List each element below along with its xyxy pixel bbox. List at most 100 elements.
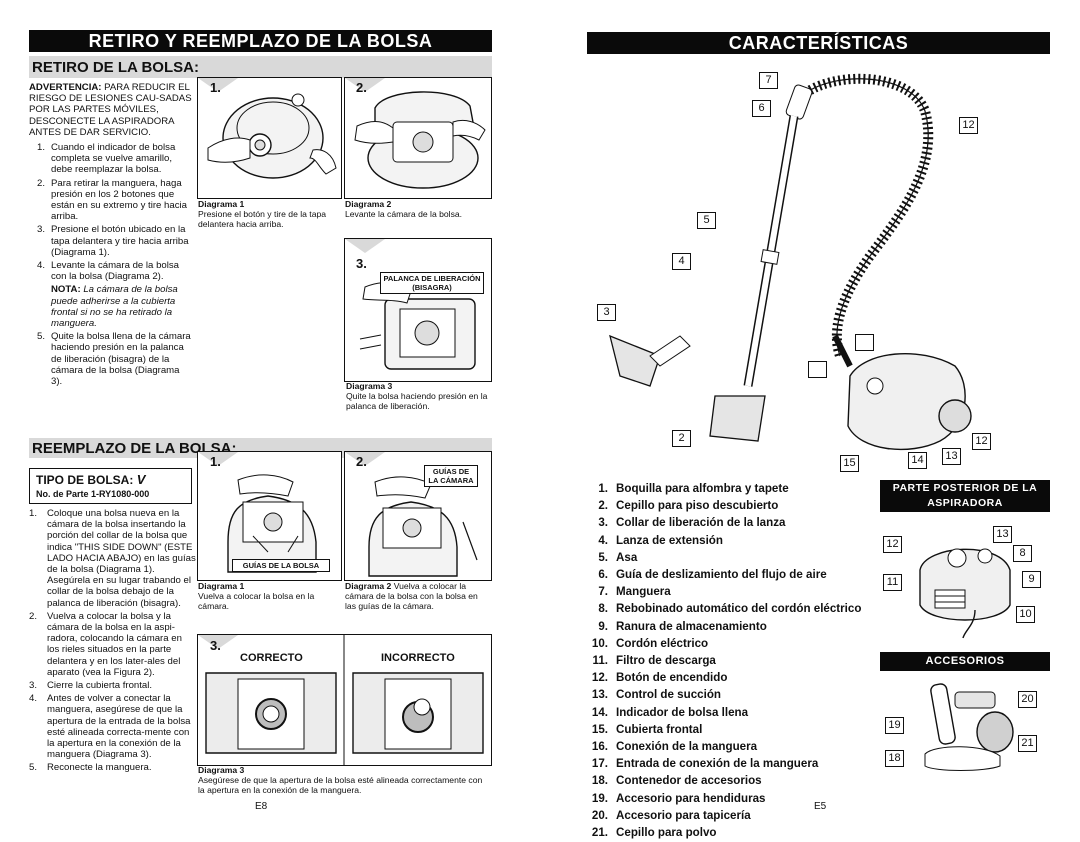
right-banner: CARACTERÍSTICAS [587,32,1050,54]
rear-banner: PARTE POSTERIOR DE LA ASPIRADORA [880,480,1050,512]
list-item: 20.Accesorio para tapicería [591,808,751,822]
callout-16 [808,361,827,378]
bag-type-box: TIPO DE BOLSA: V No. de Parte 1-RY1080-0… [29,468,192,504]
list-item: 19.Accesorio para hendiduras [591,791,766,805]
list-item: 3.Cierre la cubierta frontal. [29,680,153,692]
part-number: No. de Parte 1-RY1080-000 [36,489,150,499]
list-item: 7.Manguera [598,585,671,599]
list-item: 17.Entrada de conexión de la manguera [591,757,819,771]
list-item: 2.Para retirar la manguera, haga presión… [37,177,187,223]
rear-callout-9: 9 [1022,571,1041,588]
list-item: 15.Cubierta frontal [591,722,703,736]
list-item: 6.Guía de deslizamiento del flujo de air… [598,568,827,582]
callout-15: 15 [840,455,859,472]
removal-diagram-1-number: 1. [210,80,221,95]
rear-callout-11: 11 [883,574,902,591]
list-item: 18.Contenedor de accesorios [591,774,762,788]
callout-7: 12 [959,117,978,134]
list-item: 21.Cepillo para polvo [591,826,717,840]
accessories-banner: ACCESORIOS [880,652,1050,671]
list-item: 3.Presione el botón ubicado en la tapa d… [37,224,189,258]
rear-callout-13: 13 [993,526,1012,543]
list-item: 14.Indicador de bolsa llena [591,705,749,719]
list-item: 9.Ranura de almacenamiento [598,619,767,633]
release-lever-tag: PALANCA DE LIBERACIÓN (BISAGRA) [380,272,484,294]
list-item: 11.Filtro de descarga [592,654,716,668]
list-item: 5.Reconecte la manguera. [29,762,152,774]
list-item: 4.Lanza de extensión [598,533,723,547]
list-item: 13.Control de succión [591,688,721,702]
left-banner: RETIRO Y REEMPLAZO DE LA BOLSA [29,30,492,52]
callout-2: 3 [597,304,616,321]
callout-4: 5 [697,212,716,229]
hose-drawing [798,73,934,358]
callout-6: 7 [759,72,778,89]
right-page-number: E5 [814,801,827,812]
rear-callout-10: 10 [1016,606,1035,623]
removal-heading: RETIRO DE LA BOLSA: [32,59,199,76]
removal-steps: 1.Cuando el indicador de bolsa completa … [29,142,192,387]
list-item: 1.Boquilla para alfombra y tapete [598,482,789,495]
warning-paragraph: ADVERTENCIA: PARA REDUCIR EL RIESGO DE L… [29,82,192,138]
acc-callout-20: 20 [1018,691,1037,708]
removal-heading-bar [29,56,492,78]
acc-callout-21: 21 [1018,735,1037,752]
replace-diagram-3-number: 3. [210,638,221,653]
acc-callout-19: 19 [885,717,904,734]
removal-diagram-2 [344,77,492,199]
list-item: 2.Vuelva a colocar la bolsa y la cámara … [29,610,182,678]
callout-5: 6 [752,100,771,117]
accessories-illustration [905,674,1025,774]
rear-callout-12: 12 [883,536,902,553]
features-list: 1.Boquilla para alfombra y tapete 2.Cepi… [582,481,872,842]
left-page-number: E8 [255,801,268,812]
list-item: 2.Cepillo para piso descubierto [598,499,779,513]
list-item: 3.Collar de liberación de la lanza [598,516,786,530]
warning-text: PARA REDUCIR EL RIESGO DE LESIONES CAU-S… [29,82,192,138]
list-item: 12.Botón de encendido [591,671,728,685]
list-item: 4.Antes de volver a conectar la manguera… [29,693,191,761]
callout-12: 12 [972,433,991,450]
list-item: 5.Quite la bolsa llena de la cámara haci… [37,331,191,388]
rear-illustration [905,520,1025,640]
list-item: 8.Rebobinado automático del cordón eléct… [598,602,862,616]
list-item: 1.Cuando el indicador de bolsa completa … [37,142,176,176]
callout-1: 2 [672,430,691,447]
callout-13: 13 [942,448,961,465]
removal-diagram-3-number: 3. [356,256,367,271]
list-item: 4.Levante la cámara de la bolsa con la b… [37,260,192,329]
chamber-guides-tag: GUÍAS DE LA CÁMARA [424,465,478,487]
list-item: 16.Conexión de la manguera [591,740,758,754]
correct-bag-drawing [205,672,337,754]
list-item: 1.Coloque una bolsa nueva en la cámara d… [29,508,196,609]
removal-diagram-3 [344,238,492,382]
bag-guides-tag: GUÍAS DE LA BOLSA [232,559,330,572]
incorrect-bag-drawing [352,672,484,754]
replace-text-column: 1.Coloque una bolsa nueva en la cámara d… [29,508,196,776]
replace-heading: REEMPLAZO DE LA BOLSA: [32,440,237,457]
callout-3: 4 [672,253,691,270]
list-item: 10.Cordón eléctrico [591,636,709,650]
replace-diagram-1-number: 1. [210,454,221,469]
callout-14: 14 [908,452,927,469]
removal-diagram-1 [197,77,342,199]
acc-callout-18: 18 [885,750,904,767]
replace-diagram-2-caption: Diagrama 2 Vuelva a colocar la cámara de… [345,581,478,611]
rear-callout-8: 8 [1013,545,1032,562]
warning-label: ADVERTENCIA: [29,82,102,93]
removal-text-column: ADVERTENCIA: PARA REDUCIR EL RIESGO DE L… [29,82,192,389]
replace-diagram-3 [197,634,492,766]
replace-steps: 1.Coloque una bolsa nueva en la cámara d… [29,508,196,774]
incorrect-label: INCORRECTO [381,652,455,664]
bag-type: TIPO DE BOLSA: V [36,472,146,487]
replace-diagram-2-number: 2. [356,454,367,469]
note: NOTA: La cámara de la bolsa puede adheri… [51,284,178,330]
list-item: 5.Asa [598,550,638,564]
callout-17 [855,334,874,351]
correct-label: CORRECTO [240,652,303,664]
